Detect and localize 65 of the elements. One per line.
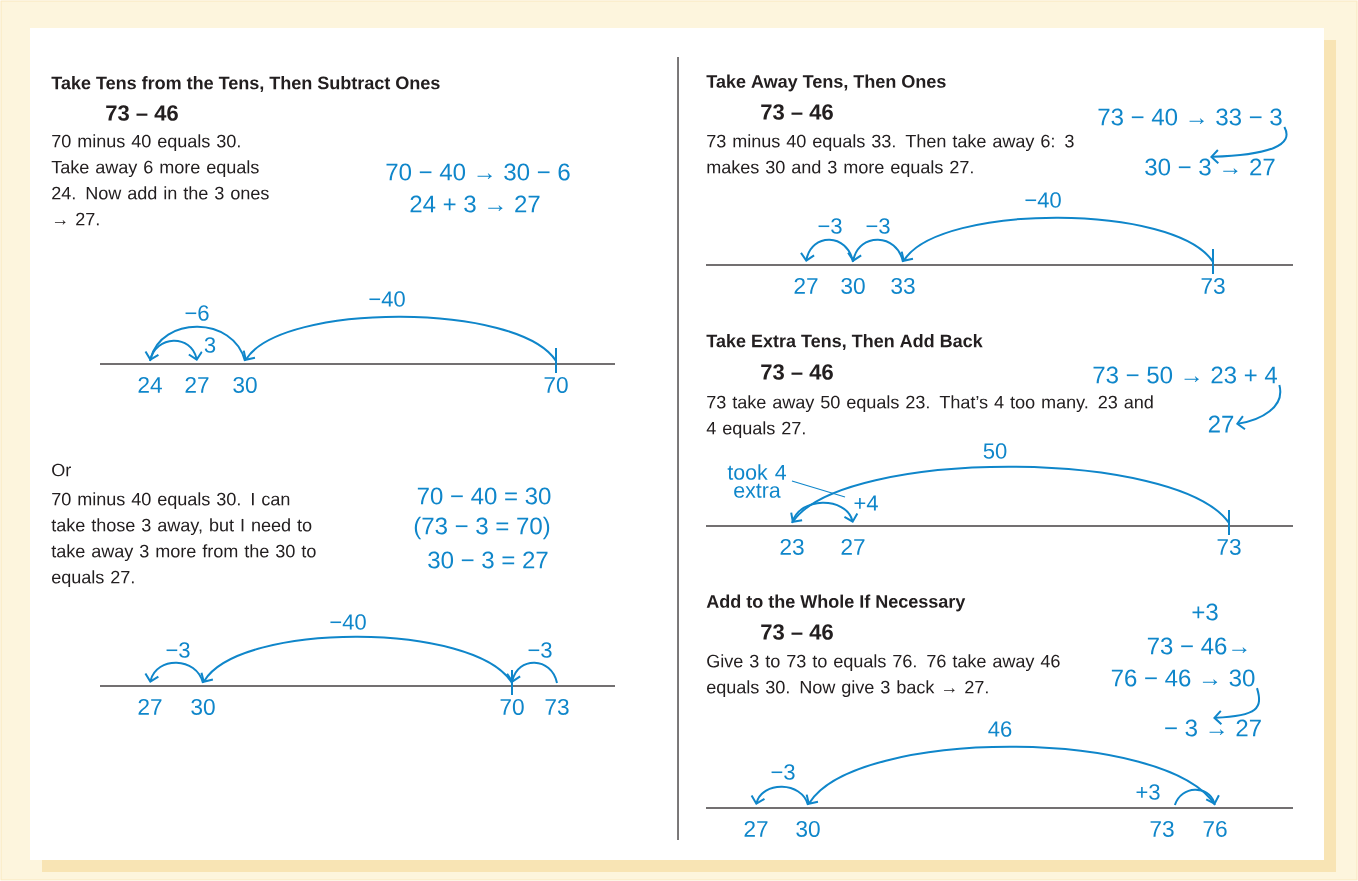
equation: 73 − 40 → 33 − 3 xyxy=(1098,108,1282,126)
jump-arrow xyxy=(242,315,557,362)
jump-arrow xyxy=(149,339,203,362)
jump-arrow xyxy=(144,325,246,362)
jump-label: +4 xyxy=(852,494,880,512)
number-label: 27 xyxy=(744,820,768,837)
connective-text: Or xyxy=(52,463,71,477)
equation: 30 − 3 = 27 xyxy=(428,551,548,569)
number-label: 27 xyxy=(794,277,818,294)
problem-text: 73 – 46 xyxy=(106,105,178,121)
problem-text: 73 – 46 xyxy=(761,104,833,120)
equation: 27 xyxy=(1208,415,1234,433)
problem-text: 73 – 46 xyxy=(761,624,833,640)
explanation-text: 73 minus 40 equals 33. Then take away 6: 3 makes 30 and 3 more equals 27. xyxy=(707,134,1074,178)
number-label: 73 xyxy=(545,698,569,715)
explanation-text: 73 take away 50 equals 23. That’s 4 too many. 23 and 4 equals 27. xyxy=(706,395,1153,439)
number-label: 30 xyxy=(796,820,820,837)
number-label: 70 xyxy=(544,376,568,393)
jump-arrow xyxy=(200,635,513,684)
jump-arrow xyxy=(506,661,558,684)
equation: +3 xyxy=(1192,603,1218,621)
explanation-text: 70 minus 40 equals 30. I can take those 3 away, but I need to take away 3 more from the 30 to equals 27. xyxy=(51,492,316,588)
explanation-text: 70 minus 40 equals 30. Take away 6 more equals 24. Now add in the 3 ones → 27. xyxy=(51,134,269,226)
number-label: 27 xyxy=(185,376,209,393)
equation: 70 − 40 → 30 − 6 xyxy=(386,163,570,181)
annotation-text: took 4 extra xyxy=(727,464,786,498)
number-label: 73 xyxy=(1201,277,1225,294)
equation: 73 − 46→ xyxy=(1147,637,1247,655)
equation: 24 + 3 → 27 xyxy=(410,195,540,213)
explanation-text: Give 3 to 73 to equals 76. 76 take away 46 equals 30. Now give 3 back → 27. xyxy=(707,654,1060,698)
jump-arrow xyxy=(805,745,1216,806)
equation: − 3 → 27 xyxy=(1165,719,1261,737)
jump-arrow xyxy=(791,501,859,524)
number-label: 70 xyxy=(500,698,524,715)
jump-arrow xyxy=(1173,788,1220,806)
jump-arrow xyxy=(750,785,809,806)
section-heading: Add to the Whole If Necessary xyxy=(706,594,966,612)
section-heading: Take Tens from the Tens, Then Subtract Ones xyxy=(51,76,440,92)
jump-arrow xyxy=(144,661,204,684)
number-label: 27 xyxy=(841,538,865,555)
equation: 70 − 40 = 30 xyxy=(417,487,551,505)
jump-arrow xyxy=(900,216,1214,263)
number-label: 24 xyxy=(138,376,162,393)
jump-arrow xyxy=(790,465,1230,524)
number-label: 73 xyxy=(1217,538,1241,555)
number-label: 27 xyxy=(138,698,162,715)
section-heading: Take Away Tens, Then Ones xyxy=(706,74,946,92)
number-label: 30 xyxy=(233,376,257,393)
equation: (73 − 3 = 70) xyxy=(414,516,550,540)
curved-arrow xyxy=(1235,384,1282,431)
equation: 73 − 50 → 23 + 4 xyxy=(1093,366,1277,384)
number-label: 30 xyxy=(841,277,865,294)
number-label: 30 xyxy=(191,698,215,715)
number-label: 33 xyxy=(891,277,915,294)
equation: 30 − 3 → 27 xyxy=(1145,158,1275,176)
leader-line xyxy=(791,480,846,498)
curved-arrow xyxy=(1213,687,1261,726)
jump-arrow xyxy=(847,238,904,263)
number-label: 23 xyxy=(780,538,804,555)
number-label: 76 xyxy=(1203,820,1227,837)
number-label: 73 xyxy=(1150,820,1174,837)
jump-arrow xyxy=(800,238,854,263)
problem-text: 73 – 46 xyxy=(761,364,833,380)
equation: 76 − 46 → 30 xyxy=(1111,669,1255,687)
section-heading: Take Extra Tens, Then Add Back xyxy=(706,334,983,350)
